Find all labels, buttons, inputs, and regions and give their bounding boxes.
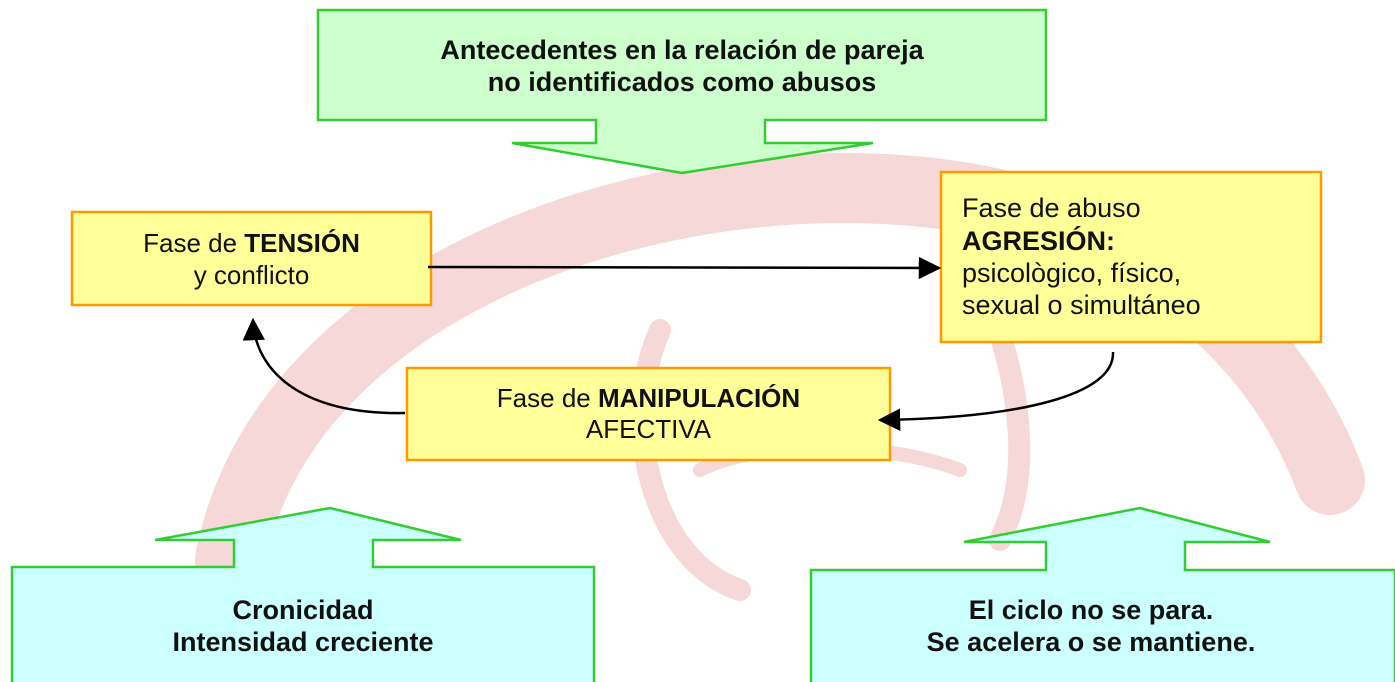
tension-text: Fase de TENSIÓN y conflicto <box>72 222 431 297</box>
cycle-arrow-shape <box>809 506 1395 682</box>
chronicity-line-2: Intensidad creciente <box>172 627 434 657</box>
chronicity-line-1: Cronicidad <box>232 594 374 625</box>
abuse-to-manipulation-arrow <box>877 351 1115 431</box>
cycle-line-1: El ciclo no se para. <box>968 594 1214 625</box>
chronicity-text: Cronicidad Intensidad creciente <box>12 588 594 664</box>
cycle-line-2: Se acelera o se mantiene. <box>926 627 1256 657</box>
tension-prefix: Fase de <box>143 228 245 259</box>
tension-line-2: y conflicto <box>193 259 310 290</box>
manipulation-to-tension-arrow <box>242 317 406 415</box>
tension-box <box>70 210 433 307</box>
manipulation-line-1: Fase de MANIPULACIÓN <box>497 383 800 414</box>
chronicity-arrow-shape <box>10 506 596 682</box>
manipulation-text: Fase de MANIPULACIÓN AFECTIVA <box>407 376 890 452</box>
tension-to-abuse-arrow <box>427 256 942 280</box>
antecedents-arrow-shape <box>316 8 1048 175</box>
abuse-text: Fase de abuso AGRESIÓN: psicològico, fís… <box>962 182 1312 332</box>
antecedents-line-1: Antecedentes en la relación de pareja <box>440 34 924 65</box>
cycle-text: El ciclo no se para. Se acelera o se man… <box>811 588 1371 664</box>
antecedents-text: Antecedentes en la relación de pareja no… <box>318 28 1046 104</box>
abuse-box <box>939 170 1323 344</box>
abuse-line-3: psicològico, físico, <box>962 258 1182 288</box>
tension-keyword: TENSIÓN <box>244 228 360 259</box>
tension-line-1: Fase de TENSIÓN <box>143 228 360 259</box>
manipulation-keyword: MANIPULACIÓN <box>597 382 801 413</box>
abuse-line-4: sexual o simultáneo <box>962 290 1201 321</box>
manipulation-line-2: AFECTIVA <box>585 414 712 444</box>
abuse-keyword: AGRESIÓN: <box>962 225 1116 256</box>
antecedents-line-2: no identificados como abusos <box>487 67 877 97</box>
abuse-line-1: Fase de abuso <box>962 193 1141 224</box>
manipulation-prefix: Fase de <box>496 382 598 413</box>
